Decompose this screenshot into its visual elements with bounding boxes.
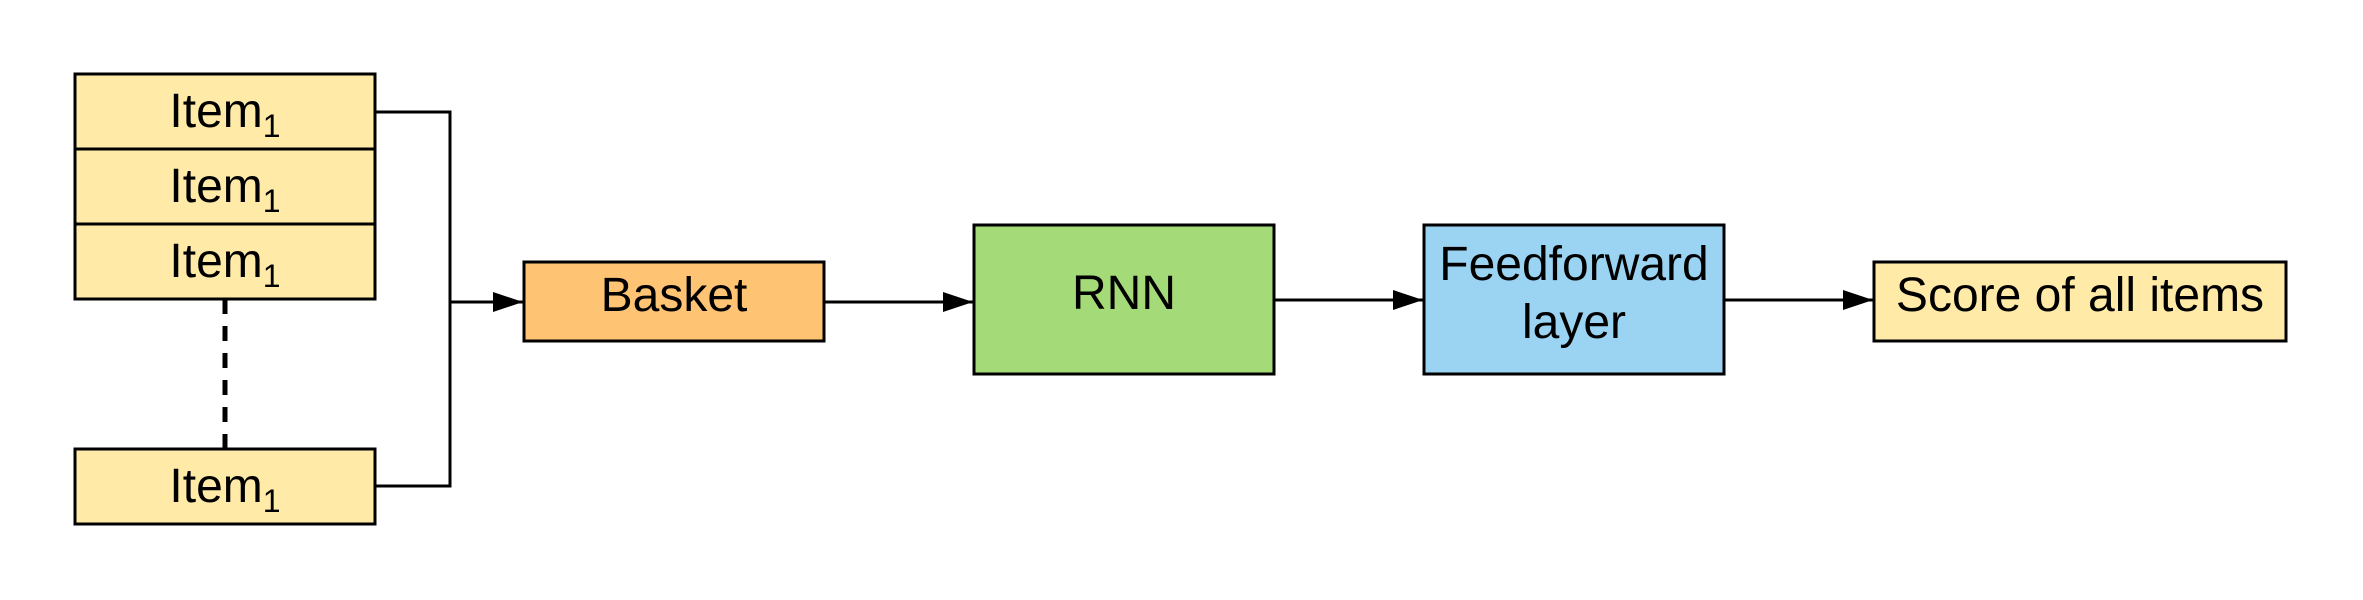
- rnn-label: RNN: [1072, 267, 1176, 320]
- output-label: Score of all items: [1896, 269, 2264, 322]
- item-label-2: Item1: [169, 160, 280, 219]
- output-box: [1872, 260, 2288, 343]
- feedforward-box: [1422, 223, 1726, 376]
- basket-box: [522, 260, 826, 343]
- item-label-3: Item1: [169, 235, 280, 294]
- item-box-1: [73, 72, 377, 151]
- item-box-2: [73, 147, 377, 226]
- items-connector: [375, 110, 523, 488]
- feedforward-label-line1: Feedforward: [1439, 238, 1708, 291]
- item-label-1: Item1: [169, 85, 280, 144]
- feedforward-label-line2: layer: [1522, 296, 1626, 349]
- item-stack: Item1 Item1 Item1 Item1: [73, 72, 377, 526]
- item-label-4: Item1: [169, 460, 280, 519]
- basket-label: Basket: [601, 269, 748, 322]
